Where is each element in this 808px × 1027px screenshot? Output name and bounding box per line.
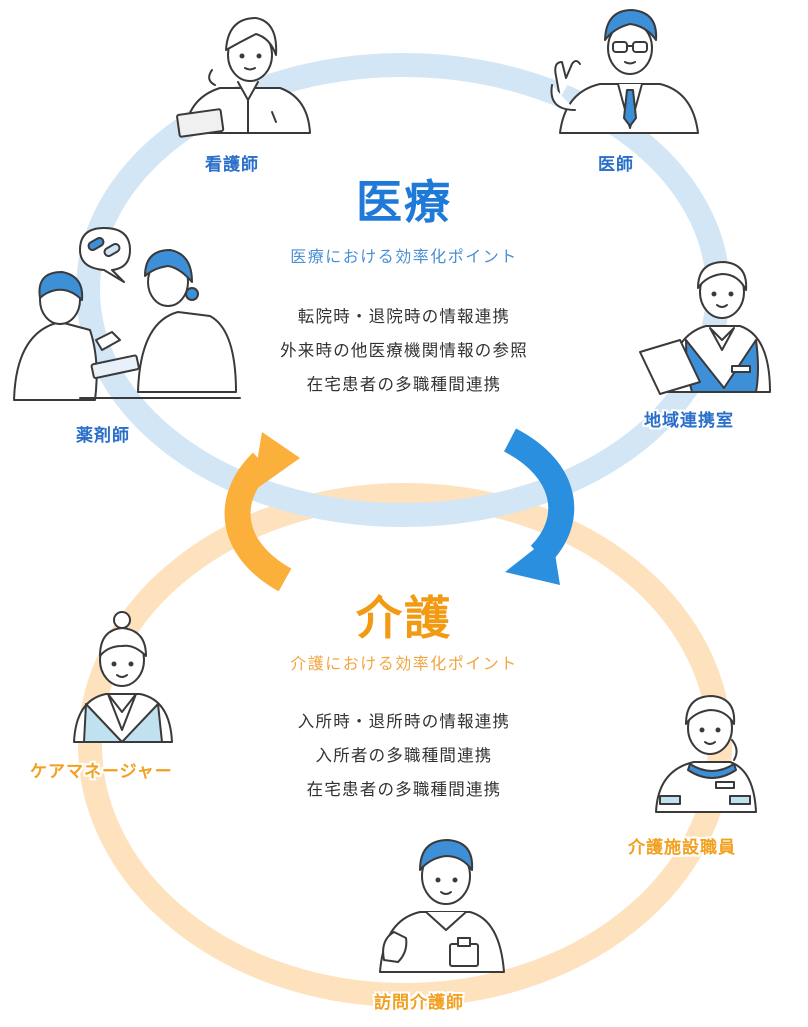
pharmacist-illustration — [13, 227, 241, 401]
role-label-care-manager: ケアマネージャー — [30, 762, 173, 782]
role-label-care-staff: 介護施設職員 — [628, 838, 736, 858]
role-label-doctor: 医師 — [598, 155, 634, 175]
care-point: 在宅患者の多職種間連携 — [306, 780, 502, 799]
care-point: 入所者の多職種間連携 — [315, 746, 493, 765]
role-label-visit-caregiver: 訪問介護師 — [374, 993, 464, 1013]
role-label-nurse: 看護師 — [205, 155, 259, 175]
care-manager-illustration — [73, 611, 173, 743]
medical-subtitle: 医療における効率化ポイント — [290, 247, 518, 266]
role-label-pharmacist: 薬剤師 — [76, 426, 130, 446]
care-staff-illustration — [655, 695, 757, 813]
liaison-illustration — [639, 261, 771, 395]
role-label-liaison: 地域連携室 — [644, 411, 734, 431]
visit-caregiver-illustration — [379, 839, 505, 973]
care-point: 入所時・退所時の情報連携 — [297, 712, 511, 731]
arrow-medical-to-care — [503, 428, 575, 585]
medical-point: 外来時の他医療機関情報の参照 — [280, 341, 528, 360]
care-points: 入所時・退所時の情報連携 入所者の多職種間連携 在宅患者の多職種間連携 — [204, 705, 604, 807]
medical-point: 転院時・退院時の情報連携 — [297, 307, 511, 326]
care-title: 介護 — [356, 591, 452, 645]
medical-title: 医療 — [356, 175, 452, 229]
arrow-care-to-medical — [224, 432, 300, 592]
medical-points: 転院時・退院時の情報連携 外来時の他医療機関情報の参照 在宅患者の多職種間連携 — [204, 300, 604, 402]
medical-point: 在宅患者の多職種間連携 — [306, 375, 502, 394]
doctor-illustration — [550, 9, 699, 134]
nurse-illustration — [176, 17, 311, 138]
care-subtitle: 介護における効率化ポイント — [290, 654, 518, 673]
